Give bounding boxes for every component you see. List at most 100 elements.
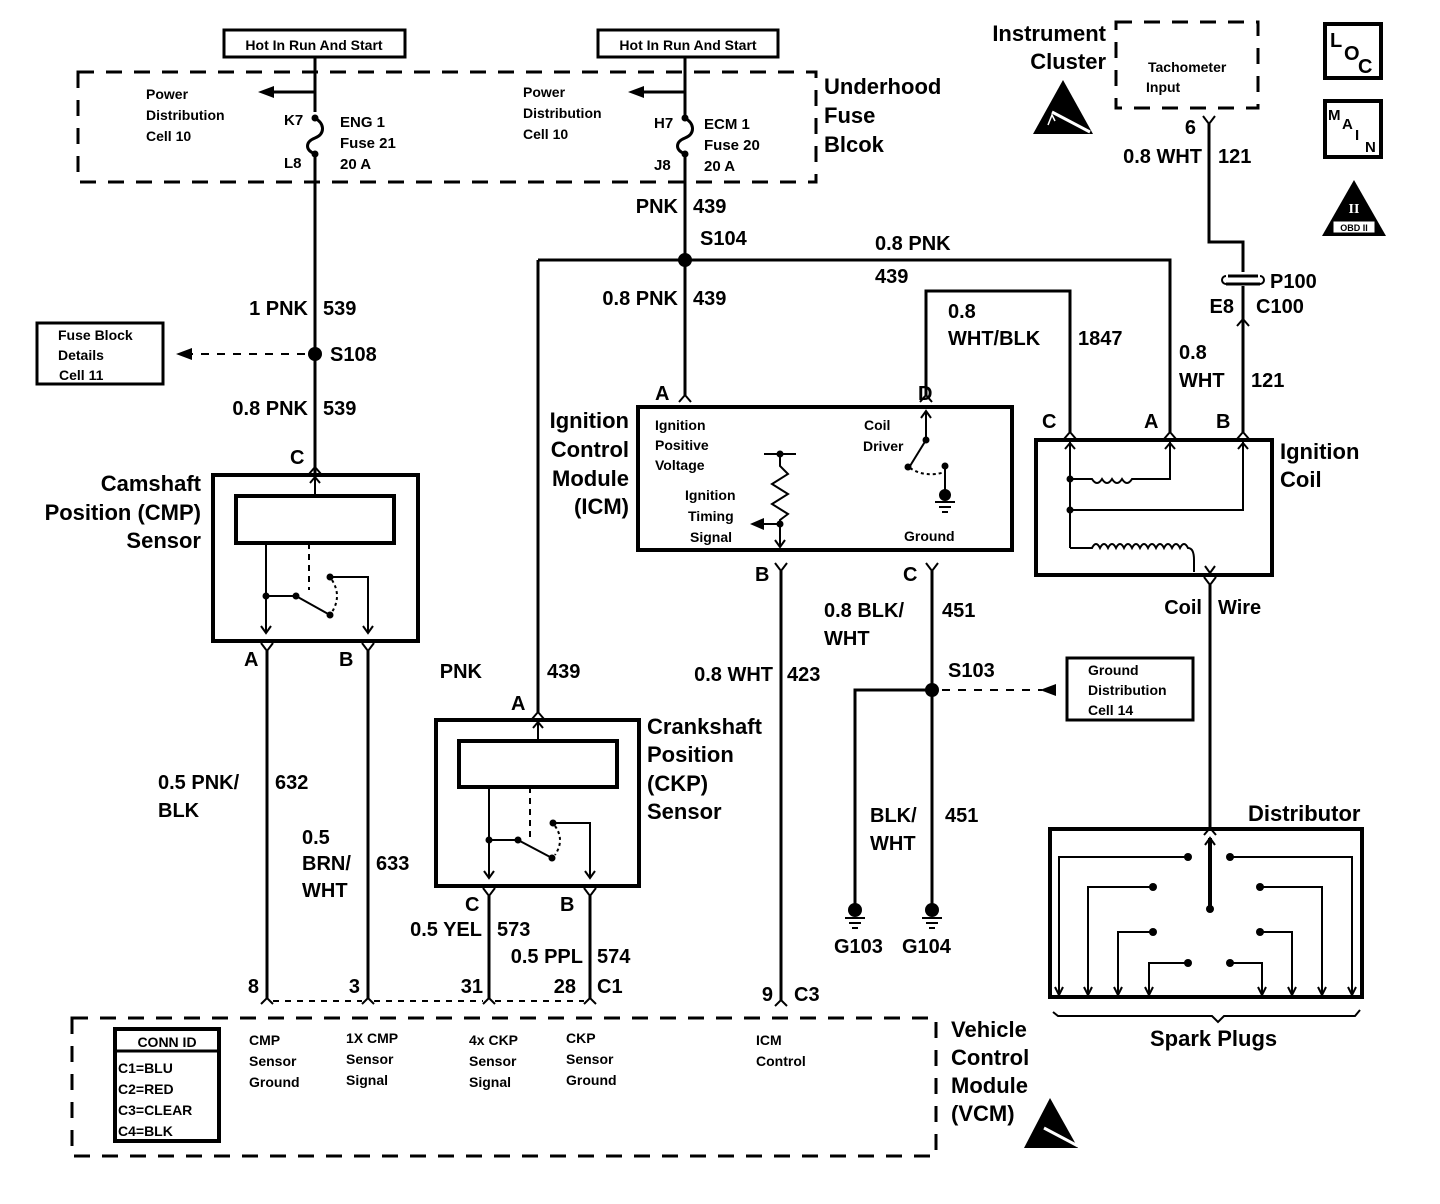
arrow-left-icon: [258, 86, 274, 98]
svg-text:Instrument: Instrument: [992, 21, 1106, 46]
coil-pin-c: C: [1042, 411, 1056, 433]
svg-text:WHT/BLK: WHT/BLK: [948, 328, 1041, 350]
coil-windings-icon: [1064, 441, 1249, 575]
ground-g104-icon[interactable]: [922, 903, 942, 929]
wire-632-label: 0.5 PNK/ BLK 632: [158, 772, 308, 822]
fuse-block-details-link[interactable]: Fuse Block Details Cell 11: [35, 321, 165, 386]
c100-label: C100: [1256, 296, 1304, 318]
svg-text:28: 28: [554, 976, 576, 998]
wire-circuit-label: 423: [787, 664, 820, 686]
vcm-function-cmp-ground: CMP Sensor Ground: [249, 1032, 300, 1090]
resistor-icon: [750, 450, 796, 549]
wire-color-label: 0.5 PPL: [511, 946, 583, 968]
ground-symbol-icon: [935, 489, 955, 513]
wire-circuit-label: 539: [323, 298, 356, 320]
svg-text:0.8 BLK/: 0.8 BLK/: [824, 600, 904, 622]
pin-h7: H7: [654, 115, 673, 132]
ground-g103-icon[interactable]: [845, 903, 865, 929]
svg-text:(VCM): (VCM): [951, 1101, 1015, 1126]
svg-text:M: M: [1328, 107, 1341, 124]
power-distribution-cell-left[interactable]: Power Distribution Cell 10: [146, 86, 225, 144]
icm-box[interactable]: [636, 405, 1014, 552]
svg-text:Fuse: Fuse: [824, 103, 875, 128]
splice-s108[interactable]: [308, 347, 322, 361]
svg-text:C1: C1: [597, 976, 623, 998]
svg-text:L: L: [1330, 30, 1342, 52]
svg-text:Sensor: Sensor: [346, 1051, 394, 1067]
svg-text:WHT: WHT: [302, 880, 348, 902]
ckp-sensor-title: Crankshaft Position (CKP) Sensor: [647, 714, 763, 824]
icm-title: Ignition Control Module (ICM): [550, 408, 629, 519]
wire-circuit-label: 439: [693, 196, 726, 218]
svg-text:Distribution: Distribution: [1088, 682, 1167, 698]
svg-text:C: C: [1358, 56, 1372, 78]
wire-1847-label: 0.8 WHT/BLK 1847: [948, 301, 1123, 350]
power-distribution-cell-right[interactable]: Power Distribution Cell 10: [523, 84, 602, 142]
svg-text:20 A: 20 A: [340, 156, 371, 173]
svg-text:633: 633: [376, 853, 409, 875]
svg-text:II: II: [1349, 202, 1360, 217]
svg-text:WHT: WHT: [824, 628, 870, 650]
svg-text:WHT: WHT: [1179, 370, 1225, 392]
fuse-icon: [306, 116, 324, 156]
ignition-coil-box[interactable]: [1034, 438, 1274, 577]
svg-text:Cell 11: Cell 11: [59, 367, 104, 383]
svg-text:Ignition: Ignition: [685, 487, 736, 503]
ignition-coil-title: Ignition Coil: [1280, 439, 1359, 492]
power-label-right: Hot In Run And Start: [596, 28, 780, 59]
svg-text:BRN/: BRN/: [302, 853, 351, 875]
obd-ii-badge-icon[interactable]: II OBD II: [1322, 180, 1386, 236]
wire-color-label: PNK: [636, 196, 679, 218]
svg-text:4x CKP: 4x CKP: [469, 1032, 518, 1048]
svg-text:9: 9: [762, 984, 773, 1006]
svg-text:C4=BLK: C4=BLK: [118, 1123, 173, 1139]
loc-badge-icon[interactable]: L O C: [1323, 22, 1383, 80]
svg-text:1X CMP: 1X CMP: [346, 1030, 398, 1046]
svg-text:Control: Control: [951, 1045, 1029, 1070]
svg-text:Cell 10: Cell 10: [146, 128, 191, 144]
icm-timing-signal-label: Ignition Timing Signal: [685, 487, 736, 545]
fuse-icon: [676, 116, 694, 156]
svg-text:451: 451: [945, 805, 978, 827]
svg-text:A: A: [1342, 116, 1353, 133]
svg-text:Cell 10: Cell 10: [523, 126, 568, 142]
hall-switch-icon: [483, 787, 596, 880]
svg-text:CONN ID: CONN ID: [137, 1034, 196, 1050]
arrow-left-icon: [176, 348, 192, 360]
svg-text:Signal: Signal: [690, 529, 732, 545]
cmp-sensor-box[interactable]: [211, 473, 420, 643]
svg-text:Position (CMP): Position (CMP): [45, 500, 201, 525]
wire-color-label: 0.8 WHT: [694, 664, 773, 686]
svg-text:Crankshaft: Crankshaft: [647, 714, 763, 739]
svg-text:I: I: [1355, 127, 1359, 144]
brace-icon: [1052, 1009, 1361, 1024]
ckp-sensor-box[interactable]: [434, 718, 641, 888]
icm-pin-b: B: [755, 564, 769, 586]
vcm-function-ckp-ground: CKP Sensor Ground: [566, 1030, 617, 1088]
svg-text:Sensor: Sensor: [249, 1053, 297, 1069]
connector-female-icon: [1202, 115, 1216, 126]
svg-text:O: O: [1344, 43, 1360, 65]
vcm-connector-icons: [260, 996, 788, 1007]
vcm-function-1x-cmp-signal: 1X CMP Sensor Signal: [346, 1030, 398, 1088]
pin-k7: K7: [284, 112, 303, 129]
ground-distribution-link[interactable]: Ground Distribution Cell 14: [1065, 656, 1195, 722]
vcm-outline: [70, 1016, 938, 1158]
underhood-fuse-block-outline: [76, 70, 818, 184]
connector-p100[interactable]: [1221, 274, 1265, 286]
distributor-box[interactable]: [1048, 827, 1364, 999]
wire-color-label: 1 PNK: [249, 298, 308, 320]
svg-text:Power: Power: [523, 84, 566, 100]
svg-text:3: 3: [349, 976, 360, 998]
svg-text:Voltage: Voltage: [655, 457, 705, 473]
svg-text:Camshaft: Camshaft: [101, 471, 202, 496]
svg-text:0.8: 0.8: [948, 301, 976, 323]
svg-text:CKP: CKP: [566, 1030, 596, 1046]
svg-text:Module: Module: [552, 466, 629, 491]
main-badge-icon[interactable]: M A I N: [1323, 99, 1383, 159]
cmp-pin-a: A: [244, 649, 258, 671]
cmp-pin-b: B: [339, 649, 353, 671]
wire-color-label: 0.8 PNK: [602, 288, 678, 310]
connector-male-icon: [678, 393, 692, 403]
esd-warning-icon: [1024, 1098, 1079, 1148]
